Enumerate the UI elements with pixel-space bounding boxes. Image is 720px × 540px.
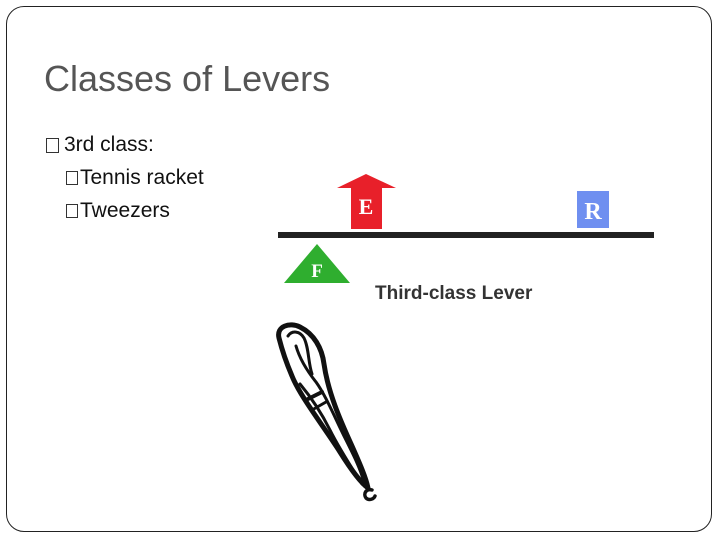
slide-title: Classes of Levers — [44, 58, 331, 99]
bullet-tweezers: Tweezers — [66, 199, 170, 223]
effort-arrow — [337, 174, 396, 229]
bullet-box-icon — [46, 137, 59, 153]
effort-label: E — [359, 194, 374, 219]
bullet-text: Tennis racket — [80, 166, 204, 189]
bullet-text: Tweezers — [80, 199, 170, 222]
resistance-box — [577, 191, 609, 228]
bullet-text: 3rd class: — [64, 133, 154, 156]
bullet-box-icon — [66, 204, 78, 218]
lever-caption: Third-class Lever — [375, 283, 533, 304]
bullet-third-class: 3rd class: — [46, 133, 154, 157]
tweezers-icon — [276, 322, 377, 502]
slide-frame — [6, 6, 712, 532]
bullet-box-icon — [66, 171, 78, 185]
bullet-tennis-racket: Tennis racket — [66, 166, 204, 190]
fulcrum-label: F — [311, 261, 323, 282]
lever-bar — [278, 232, 654, 238]
fulcrum-triangle — [284, 244, 350, 283]
resistance-label: R — [584, 199, 602, 225]
